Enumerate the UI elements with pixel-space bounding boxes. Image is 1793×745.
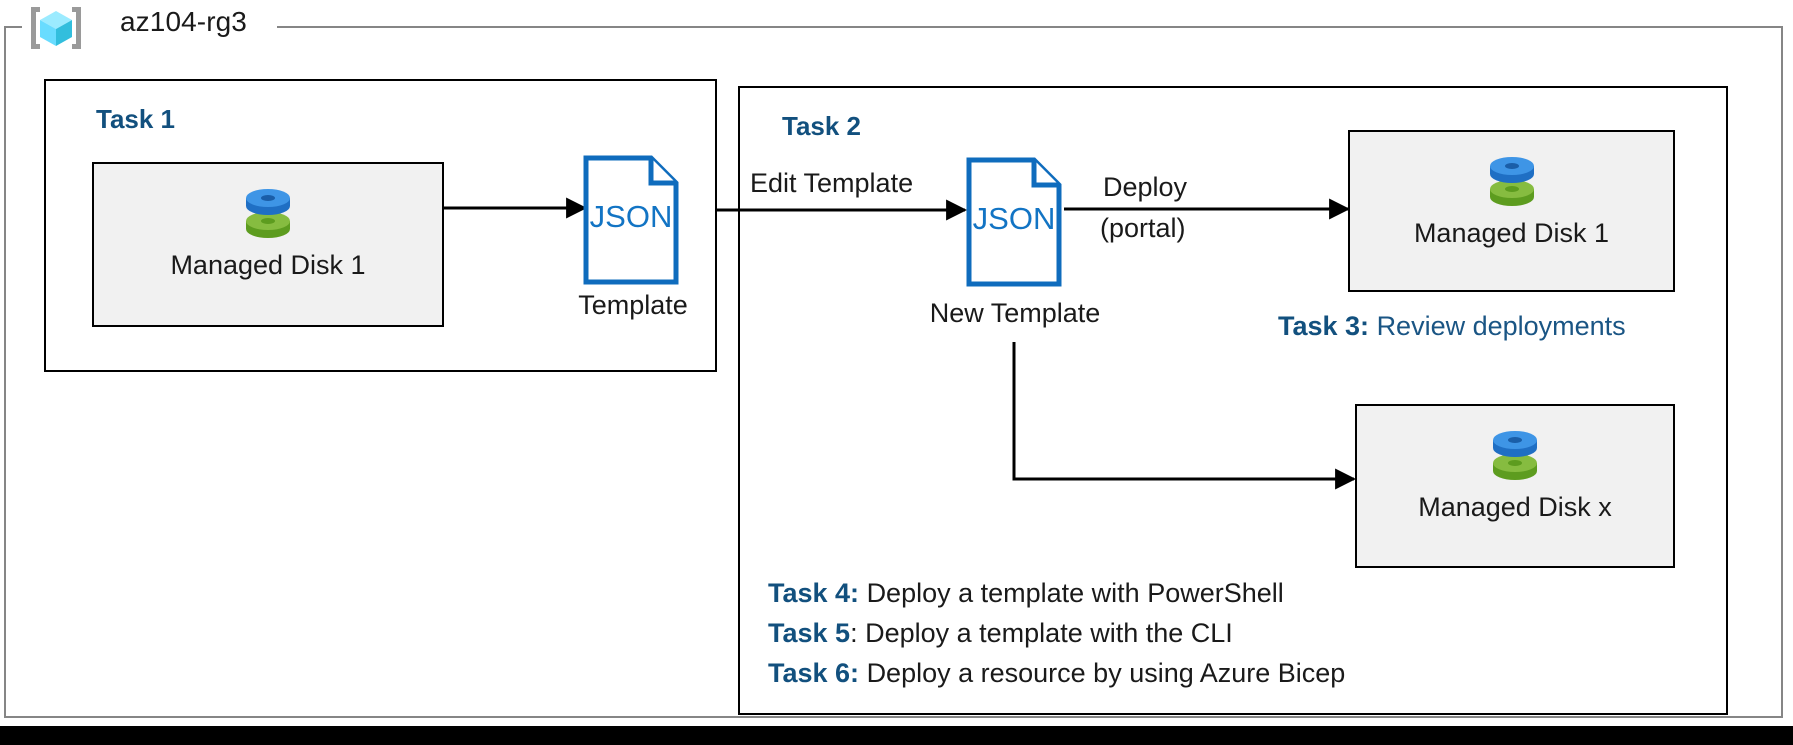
task-5-note: Task 5: Deploy a template with the CLI xyxy=(768,618,1233,649)
resource-group-name: az104-rg3 xyxy=(120,6,247,37)
task-1-group-box xyxy=(44,79,717,372)
json-label-2: JSON xyxy=(973,201,1056,236)
managed-disk-x-deployed-card[interactable]: Managed Disk x xyxy=(1355,404,1675,568)
json-template-document[interactable]: JSON xyxy=(583,155,679,285)
json-label-1: JSON xyxy=(590,199,673,234)
task-5-key: Task 5 xyxy=(768,618,851,648)
edit-template-edge-label: Edit Template xyxy=(750,168,914,198)
task-3-note: Task 3: Review deployments xyxy=(1278,311,1626,342)
task-6-note: Task 6: Deploy a resource by using Azure… xyxy=(768,658,1345,689)
managed-disk-x-deployed-label: Managed Disk x xyxy=(1418,492,1612,522)
task-3-text: Review deployments xyxy=(1376,311,1626,341)
managed-disk-icon xyxy=(1481,150,1543,210)
task-1-heading: Task 1 xyxy=(96,104,176,134)
task-6-key: Task 6: xyxy=(768,658,860,688)
task-5-separator: : xyxy=(850,618,858,648)
managed-disk-1-deployed-label: Managed Disk 1 xyxy=(1413,218,1610,248)
azure-resource-group-icon xyxy=(28,3,84,53)
task-5-text: Deploy a template with the CLI xyxy=(865,618,1233,648)
bottom-bar xyxy=(0,726,1793,745)
task-4-key: Task 4: xyxy=(768,578,860,608)
task-2-heading: Task 2 xyxy=(782,111,862,141)
task-6-text: Deploy a resource by using Azure Bicep xyxy=(866,658,1346,688)
deploy-edge-label-line1: Deploy xyxy=(1103,172,1188,202)
template-caption: Template xyxy=(578,290,688,320)
task-3-key: Task 3: xyxy=(1278,311,1370,341)
task-2-group-box xyxy=(738,86,1728,715)
json-new-template-document[interactable]: JSON xyxy=(966,157,1062,287)
task-4-text: Deploy a template with PowerShell xyxy=(866,578,1284,608)
managed-disk-icon xyxy=(1484,424,1546,484)
task-4-note: Task 4: Deploy a template with PowerShel… xyxy=(768,578,1284,609)
resource-group-frame xyxy=(4,26,1783,718)
deploy-edge-label-line2: (portal) xyxy=(1100,213,1186,243)
managed-disk-1-deployed-card[interactable]: Managed Disk 1 xyxy=(1348,130,1675,292)
managed-disk-1-source-card[interactable]: Managed Disk 1 xyxy=(92,162,444,327)
managed-disk-1-source-label: Managed Disk 1 xyxy=(170,250,366,280)
new-template-caption: New Template xyxy=(929,298,1101,328)
managed-disk-icon xyxy=(237,182,299,242)
